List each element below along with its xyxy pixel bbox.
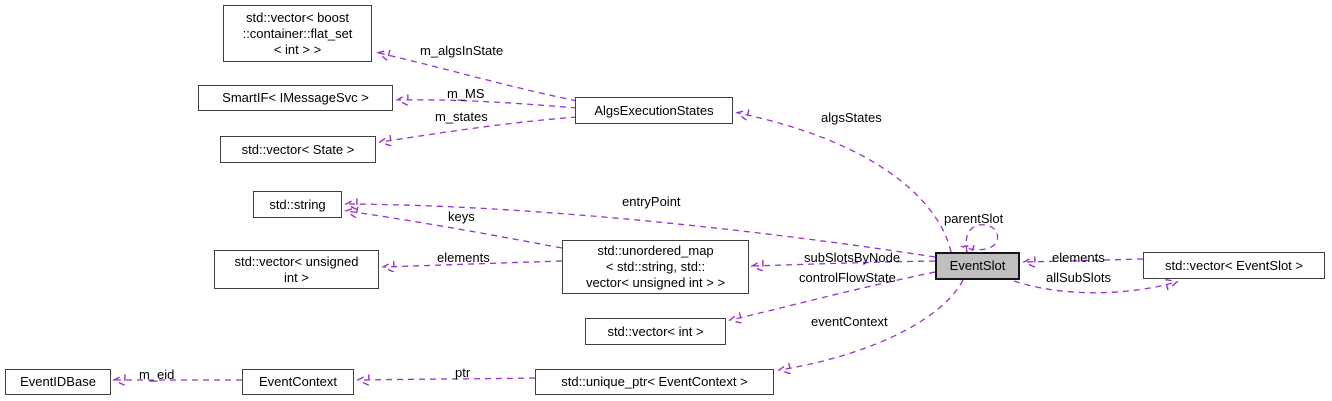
class-node-label: std::unique_ptr< EventContext >	[561, 374, 748, 389]
edge-label-m-algs-in-state: m_algsInState	[420, 43, 504, 58]
class-node-label: EventSlot	[949, 258, 1006, 273]
class-node-std-vector-int[interactable]: std::vector< int >	[585, 318, 726, 345]
edge-ptr	[359, 378, 536, 380]
edge-label-entry-point: entryPoint	[622, 194, 681, 209]
edge-label-sub-slots-by-node: subSlotsByNode	[804, 250, 901, 265]
class-node-std-vector-state[interactable]: std::vector< State >	[220, 136, 376, 163]
class-node-std-string[interactable]: std::string	[253, 191, 342, 218]
edge-label-all-sub-slots: allSubSlots	[1046, 270, 1112, 285]
class-node-std-unique-ptr-eventcontext[interactable]: std::unique_ptr< EventContext >	[535, 369, 774, 395]
class-node-label: AlgsExecutionStates	[594, 102, 714, 118]
edge-label-m-eid: m_eid	[139, 367, 175, 382]
class-node-std-vector-unsigned-int[interactable]: std::vector< unsigned int >	[214, 250, 379, 289]
class-node-smartif-imessagesvc[interactable]: SmartIF< IMessageSvc >	[198, 85, 393, 111]
edge-algs-states	[738, 113, 952, 253]
class-node-label: std::vector< State >	[241, 141, 355, 157]
class-node-std-unordered-map[interactable]: std::unordered_map < std::string, std:: …	[562, 240, 749, 294]
class-node-algs-execution-states[interactable]: AlgsExecutionStates	[575, 97, 733, 124]
class-node-label: std::string	[269, 196, 326, 212]
edge-parent-slot	[963, 224, 999, 252]
edge-label-keys: keys	[448, 209, 475, 224]
edge-label-m-states: m_states	[435, 109, 488, 124]
class-node-label: std::vector< EventSlot >	[1164, 257, 1304, 273]
edge-label-elements-left: elements	[437, 250, 490, 265]
edge-label-elements-right: elements	[1052, 250, 1105, 265]
edge-label-control-flow-state: controlFlowState	[799, 270, 896, 285]
class-node-std-vector-flat-set[interactable]: std::vector< boost ::container::flat_set…	[223, 5, 372, 62]
class-node-label: std::vector< int >	[607, 323, 704, 339]
edge-label-algs-states: algsStates	[821, 110, 882, 125]
class-node-label: std::unordered_map < std::string, std:: …	[585, 243, 726, 290]
class-node-eventidbase[interactable]: EventIDBase	[5, 369, 111, 395]
edge-label-m-ms: m_MS	[447, 86, 485, 101]
edge-label-ptr: ptr	[455, 365, 471, 380]
class-node-eventslot: EventSlot	[935, 252, 1020, 280]
edge-label-event-context: eventContext	[811, 314, 888, 329]
class-node-label: SmartIF< IMessageSvc >	[222, 90, 369, 105]
class-node-label: std::vector< boost ::container::flat_set…	[242, 9, 353, 57]
class-node-label: EventContext	[258, 374, 338, 389]
class-node-std-vector-eventslot[interactable]: std::vector< EventSlot >	[1143, 252, 1325, 279]
edge-label-parent-slot: parentSlot	[944, 211, 1004, 226]
class-node-eventcontext[interactable]: EventContext	[242, 369, 354, 395]
class-node-label: EventIDBase	[20, 374, 96, 389]
class-node-label: std::vector< unsigned int >	[234, 253, 359, 285]
edge-m-ms	[398, 100, 578, 108]
